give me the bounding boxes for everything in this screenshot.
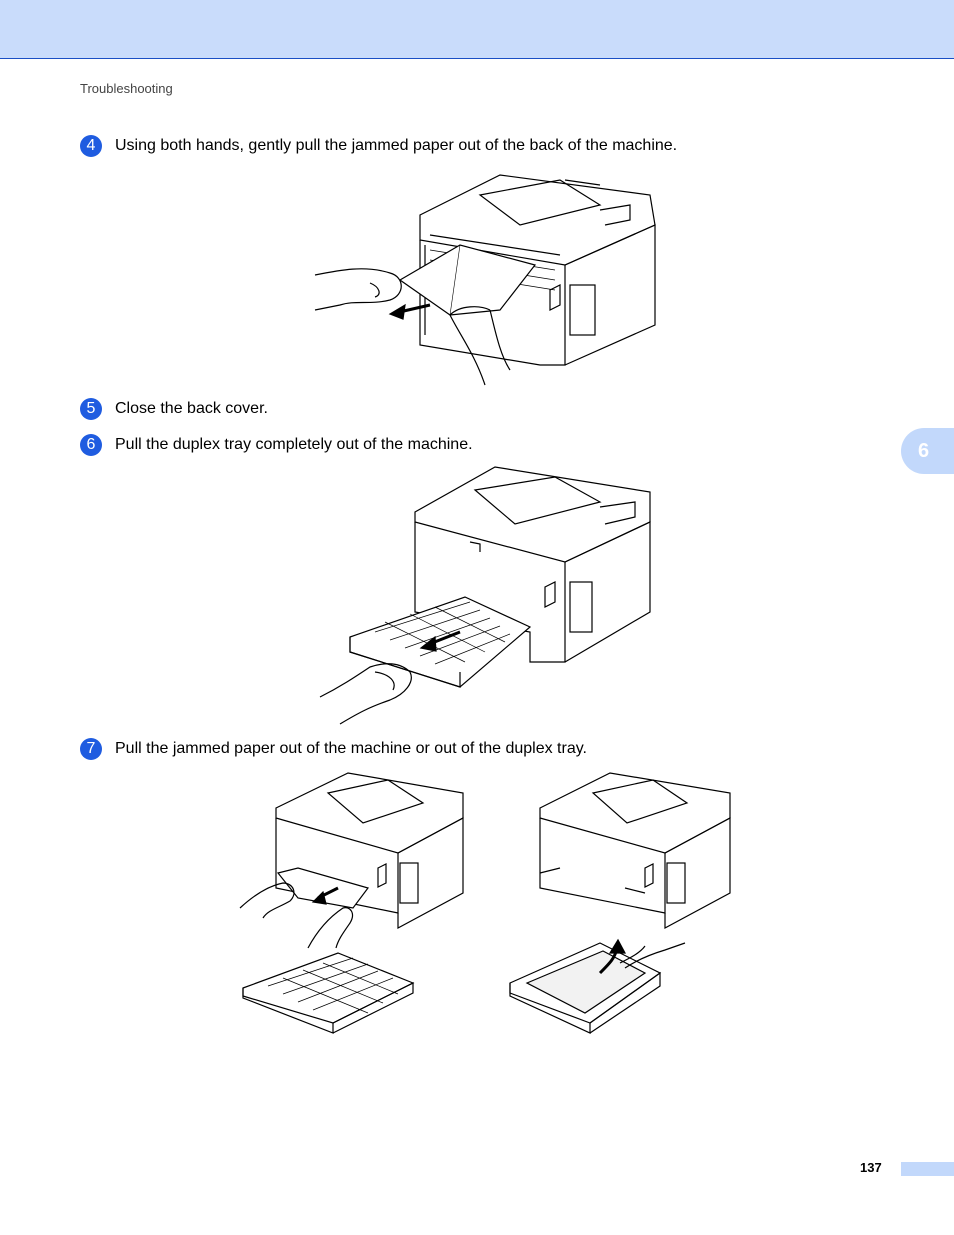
step-7: 7 Pull the jammed paper out of the machi…	[80, 738, 587, 760]
step-number-badge: 7	[80, 738, 102, 760]
step-number-badge: 6	[80, 434, 102, 456]
page-number-bar	[901, 1162, 954, 1176]
chapter-tab: 6	[901, 428, 954, 474]
illustration-pull-paper-back	[310, 165, 670, 390]
header-band	[0, 0, 954, 59]
step-text: Using both hands, gently pull the jammed…	[115, 137, 678, 154]
step-5: 5 Close the back cover.	[80, 398, 268, 420]
section-header: Troubleshooting	[80, 81, 173, 96]
step-number-badge: 5	[80, 398, 102, 420]
step-6: 6 Pull the duplex tray completely out of…	[80, 434, 473, 456]
illustration-pull-paper-duplex-tray	[505, 768, 735, 1038]
step-text: Pull the duplex tray completely out of t…	[115, 436, 473, 453]
step-text: Pull the jammed paper out of the machine…	[115, 740, 587, 757]
step-text: Close the back cover.	[115, 400, 268, 417]
step-number-badge: 4	[80, 135, 102, 157]
step-4: 4 Using both hands, gently pull the jamm…	[80, 135, 677, 157]
illustration-pull-duplex-tray	[315, 462, 660, 727]
illustration-pull-paper-machine	[238, 768, 470, 1038]
page-number: 137	[860, 1160, 882, 1175]
